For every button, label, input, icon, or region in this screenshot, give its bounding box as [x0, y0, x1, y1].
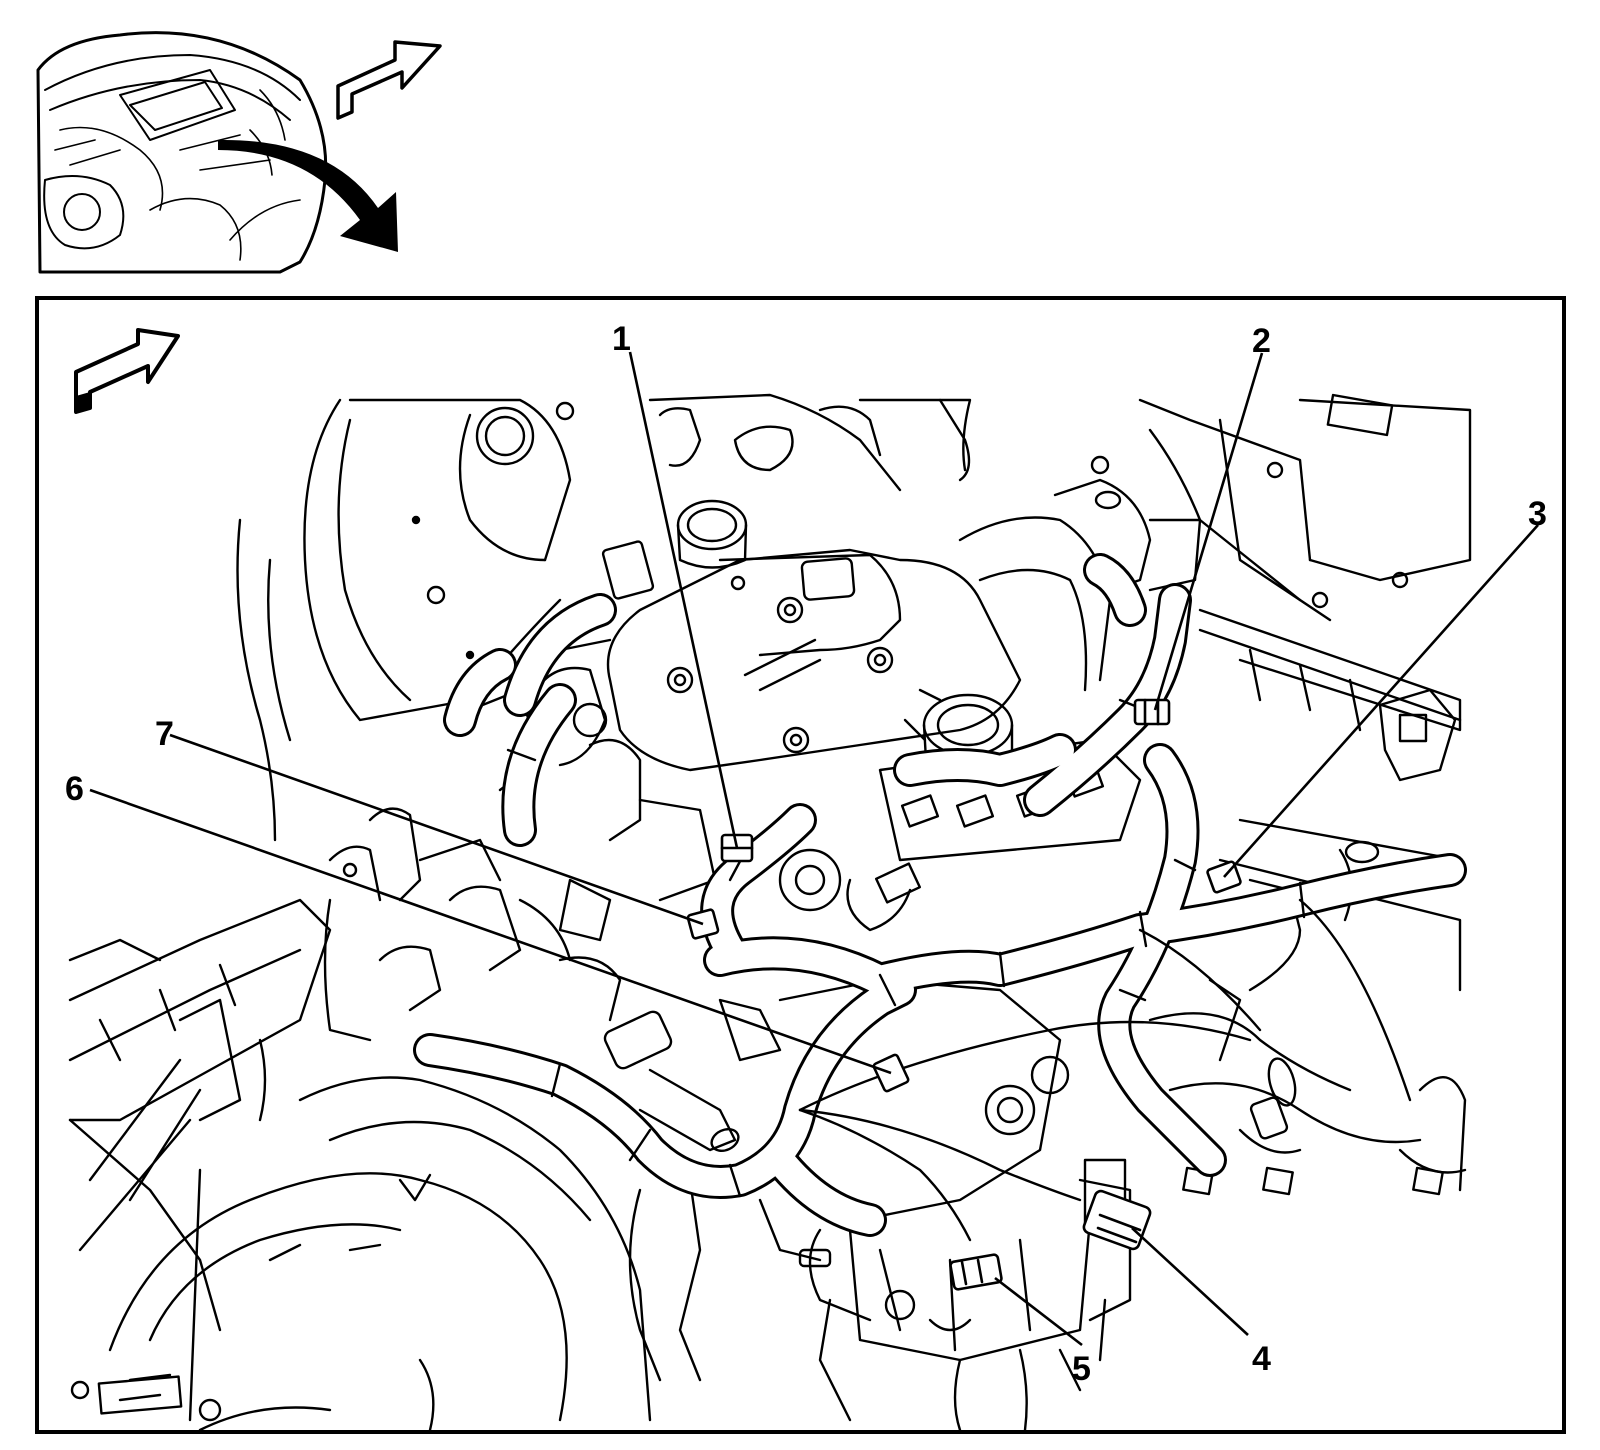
callout-labels: 1 2 3 4 5 6 7	[65, 320, 1547, 1388]
connector-2	[1133, 698, 1171, 726]
leader-line-4	[1131, 1227, 1249, 1336]
vehicle-locator-inset	[36, 31, 442, 274]
leader-line-7	[169, 733, 704, 926]
main-view-frame	[35, 296, 1566, 1434]
view-rotation-arrow-icon	[218, 139, 398, 252]
callout-2: 2	[1252, 322, 1271, 360]
front-direction-arrow-icon	[74, 328, 180, 414]
callout-6: 6	[65, 770, 84, 808]
leader-line-3	[1223, 524, 1539, 878]
callout-4: 4	[1252, 1340, 1271, 1378]
leader-line-2	[1153, 352, 1264, 711]
callout-3: 3	[1528, 495, 1547, 533]
callout-1: 1	[612, 320, 631, 358]
engine-wiring-harness	[413, 553, 1467, 1242]
leader-line-1	[628, 351, 739, 849]
callout-5: 5	[1072, 1350, 1091, 1388]
leader-line-5	[994, 1276, 1083, 1347]
leader-line-6	[89, 788, 892, 1075]
connector-5	[949, 1253, 1003, 1291]
leader-lines	[89, 351, 1539, 1347]
callout-7: 7	[155, 715, 174, 753]
engine-compartment-illustration	[68, 393, 1472, 1432]
front-direction-arrow-icon	[336, 40, 442, 120]
